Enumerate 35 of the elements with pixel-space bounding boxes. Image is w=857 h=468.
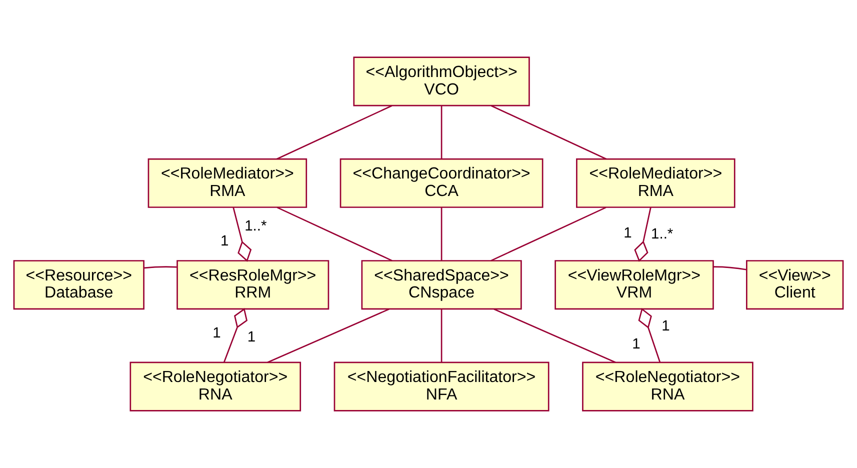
node-box: <<ViewRoleMgr>> VRM: [554, 260, 714, 310]
connector: [440, 106, 442, 159]
node-box: <<ResRoleMgr>> RRM: [176, 260, 330, 310]
label: 1..*: [244, 218, 267, 234]
label: 1..*: [651, 226, 674, 242]
connector: [490, 206, 606, 262]
node-box: <<RoleMediator>> RMA: [148, 158, 308, 208]
label: 1: [662, 318, 670, 334]
connector: [713, 266, 747, 270]
connector: [494, 308, 616, 363]
node-box: <<ChangeCoordinator>> CCA: [340, 158, 544, 208]
connector: [490, 105, 607, 160]
node-box: <<RoleNegotiator>> RNA: [130, 362, 302, 412]
label: 1: [212, 326, 221, 342]
connector: [267, 308, 390, 363]
connector: [638, 308, 661, 363]
connector: [440, 309, 442, 362]
node-box: <<SharedSpace>> CNspace: [361, 260, 522, 310]
node-box: <<View>> Client: [746, 260, 844, 310]
node-box: <<RoleNegotiator>> RNA: [582, 362, 754, 412]
node-box: <<RoleMediator>> RMA: [576, 158, 736, 208]
node-box: <<NegotiationFacilitator>> NFA: [334, 362, 550, 412]
connector: [440, 207, 442, 261]
connector: [223, 308, 248, 363]
label: 1: [632, 336, 640, 353]
connector: [232, 207, 252, 262]
node-box: <<AlgorithmObject>> VCO: [353, 56, 530, 106]
label: 1: [220, 233, 229, 250]
label: 1: [624, 225, 632, 242]
connector: [634, 207, 652, 262]
node-box: <<Resource>> Database: [13, 260, 144, 310]
label: 1: [247, 329, 256, 346]
connector: [276, 105, 392, 160]
connector: [276, 206, 392, 262]
connector: [144, 266, 177, 269]
